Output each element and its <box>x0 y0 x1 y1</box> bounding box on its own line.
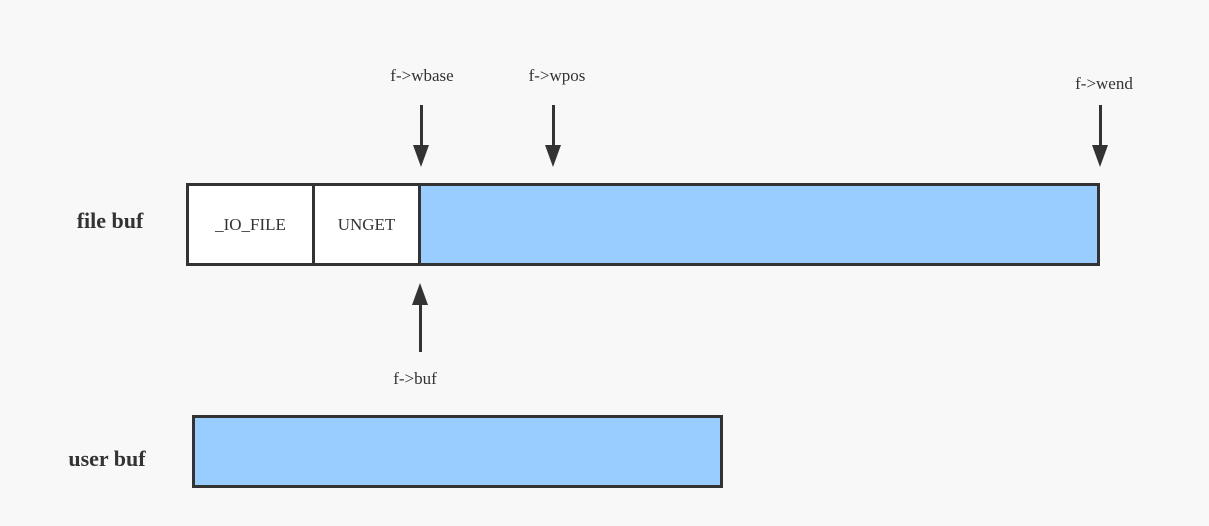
arrow-shaft <box>1098 105 1102 145</box>
buf-arrow-up-icon <box>412 283 428 352</box>
write-buffer-area <box>421 186 1097 263</box>
wend-pointer-label: f->wend <box>1075 74 1133 93</box>
wpos-pointer-label: f->wpos <box>528 66 586 85</box>
arrow-shaft <box>418 305 422 352</box>
arrow-head <box>1092 145 1108 167</box>
arrow-head <box>412 283 428 305</box>
io-file-cell: _IO_FILE <box>189 186 315 263</box>
wpos-arrow-down-icon <box>545 105 561 167</box>
arrow-head <box>413 145 429 167</box>
user-buf-box <box>192 415 723 488</box>
user-buf-row-label: user buf <box>68 446 146 471</box>
file-buf-row-label: file buf <box>76 208 144 233</box>
file-buf-box: _IO_FILE UNGET <box>186 183 1100 266</box>
arrow-head <box>545 145 561 167</box>
buf-pointer-label: f->buf <box>393 369 437 388</box>
arrow-shaft <box>419 105 423 145</box>
arrow-shaft <box>551 105 555 145</box>
wbase-pointer-label: f->wbase <box>390 66 454 85</box>
wbase-arrow-down-icon <box>413 105 429 167</box>
unget-cell: UNGET <box>315 186 421 263</box>
wend-arrow-down-icon <box>1092 105 1108 167</box>
